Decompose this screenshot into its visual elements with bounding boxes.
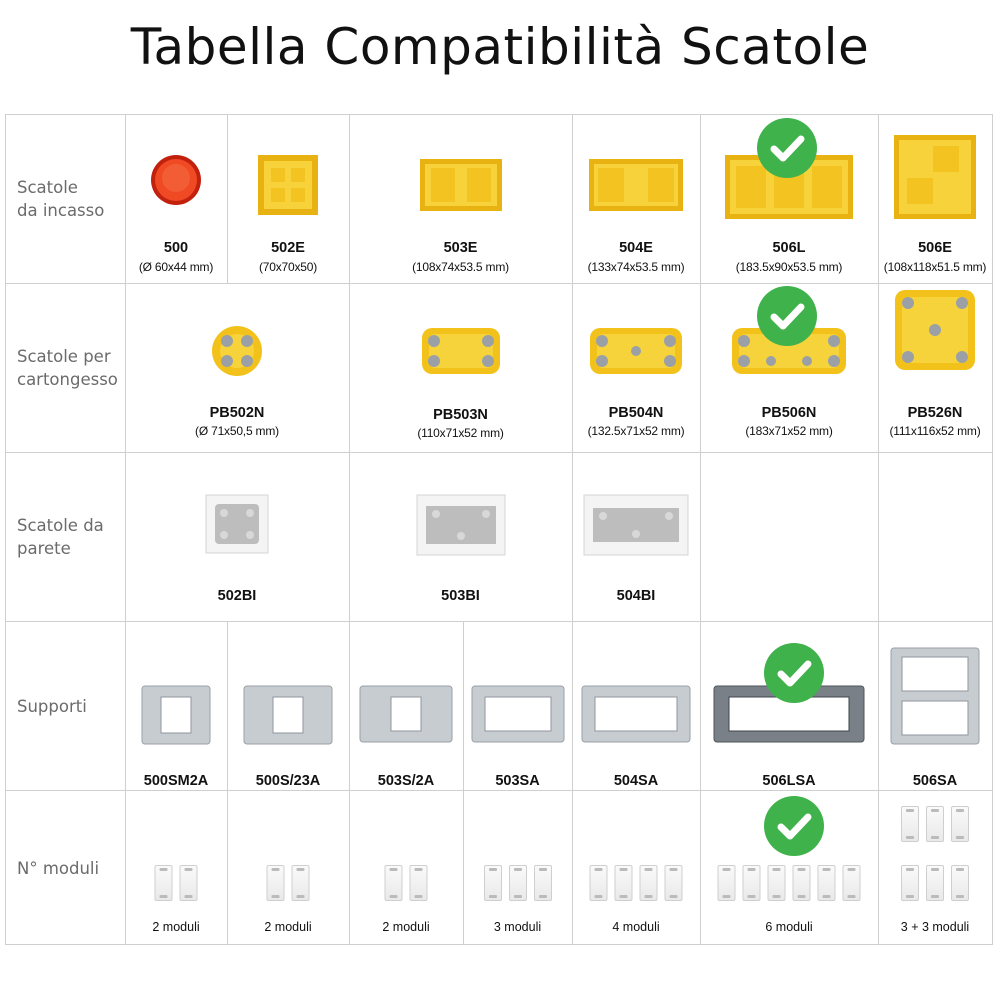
drywall-box-image [895,290,975,370]
check-icon [757,286,817,346]
wall-box-image [416,494,505,556]
rect-box-image [589,159,683,211]
box-504E: 504E (133x74x53.5 mm) [572,114,700,283]
round-box-image [151,155,201,205]
module-icons [154,865,198,901]
compatibility-table: Scatole da incasso Scatole per cartonges… [5,114,993,945]
box-PB526N: PB526N (111x116x52 mm) [878,283,992,452]
module-icons-bottom [901,865,969,901]
support-504SA: 504SA [572,621,700,790]
modules-2-a: 2 moduli [125,790,227,944]
modules-2-b: 2 moduli [227,790,349,944]
check-icon [764,796,824,856]
support-frame-image [243,685,333,745]
module-icons [384,865,428,901]
box-506L: 506L (183.5x90x53.5 mm) [700,114,878,283]
box-503E: 503E (108x74x53.5 mm) [349,114,572,283]
support-506SA: 506SA [878,621,992,790]
module-icons [266,865,310,901]
wall-box-image [583,494,689,556]
drywall-box-image [212,326,262,376]
modules-3-plus-3: 3 + 3 moduli [878,790,992,944]
row-label-parete: Scatole da parete [17,516,104,558]
modules-4: 4 moduli [572,790,700,944]
box-PB504N: PB504N (132.5x71x52 mm) [572,283,700,452]
support-frame-image [141,685,211,745]
support-503S-2A: 503S/2A [349,621,463,790]
row-label-incasso: Scatole da incasso [17,178,105,220]
square-box-image [258,155,318,215]
module-icons [483,865,552,901]
drywall-box-image [421,328,500,374]
modules-3: 3 moduli [463,790,572,944]
row-label-supporti: Supporti [17,697,87,716]
row-label-cartongesso: Scatole per cartongesso [17,347,118,389]
box-503BI: 503BI [349,452,572,621]
box-PB502N: PB502N (Ø 71x50,5 mm) [125,283,349,452]
box-502E: 502E (70x70x50) [227,114,349,283]
page-title: Tabella Compatibilità Scatole [130,18,870,76]
box-506E: 506E (108x118x51.5 mm) [878,114,992,283]
support-500S-23A: 500S/23A [227,621,349,790]
support-frame-image [359,685,453,743]
wall-box-image [205,494,269,554]
drywall-box-image [590,328,682,374]
module-icons-top [901,806,969,842]
support-frame-image [471,685,564,743]
check-icon [764,643,824,703]
row-label-moduli: N° moduli [17,859,100,878]
module-icons [717,865,861,901]
square-box-image [894,135,976,219]
check-icon [757,118,817,178]
modules-2-c: 2 moduli [349,790,463,944]
box-502BI: 502BI [125,452,349,621]
module-icons [589,865,683,901]
support-frame-image [581,685,691,743]
support-500SM2A: 500SM2A [125,621,227,790]
modules-6: 6 moduli [700,790,878,944]
support-506LSA: 506LSA [700,621,878,790]
box-504BI: 504BI [572,452,700,621]
rect-box-image [419,159,502,211]
drywall-box-image [732,328,846,374]
box-500: 500 (Ø 60x44 mm) [125,114,227,283]
box-PB506N: PB506N (183x71x52 mm) [700,283,878,452]
support-frame-image [890,647,980,745]
support-503SA: 503SA [463,621,572,790]
box-PB503N: PB503N (110x71x52 mm) [349,283,572,452]
